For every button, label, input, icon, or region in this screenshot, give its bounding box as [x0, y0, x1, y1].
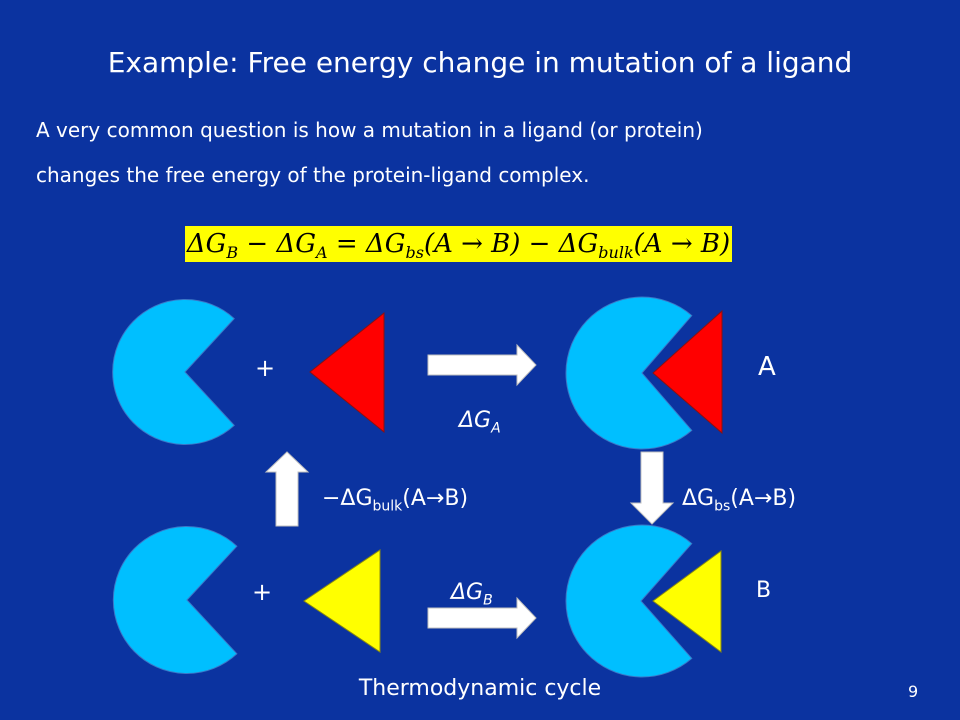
arrow-delta-g-b: [427, 596, 537, 640]
paragraph-line-2: changes the free energy of the protein-l…: [36, 163, 590, 187]
delta-g-b-label: ΔGB: [451, 580, 493, 609]
delta-g-bs-label: ΔGbs(A→B): [682, 486, 797, 515]
ligand-a-free: [309, 311, 385, 434]
arrow-delta-g-bs: [629, 451, 675, 525]
ligand-b-free: [303, 549, 381, 653]
paragraph-line-1: A very common question is how a mutation…: [36, 118, 703, 142]
plus-sign-top: +: [255, 354, 276, 382]
slide-title: Example: Free energy change in mutation …: [107, 46, 853, 79]
ligand-a-bound: [652, 309, 723, 435]
protein-bottom-left: [112, 526, 238, 674]
state-label-b: B: [756, 578, 772, 603]
arrow-delta-g-a: [427, 343, 537, 387]
plus-sign-bottom: +: [252, 578, 273, 606]
protein-bottom-right: [565, 524, 693, 678]
delta-g-a-label: ΔGA: [459, 408, 501, 437]
protein-top-right: [565, 296, 693, 450]
delta-g-bulk-label: −ΔGbulk(A→B): [322, 486, 469, 515]
page-number: 9: [908, 682, 919, 701]
protein-top-left: [112, 299, 235, 445]
diagram-caption: Thermodynamic cycle: [358, 676, 602, 701]
state-label-a: A: [758, 352, 776, 382]
ligand-b-bound: [652, 550, 722, 653]
free-energy-equation: ΔGB − ΔGA = ΔGbs(A → B) − ΔGbulk(A → B): [185, 226, 732, 262]
arrow-delta-g-bulk: [264, 451, 310, 527]
